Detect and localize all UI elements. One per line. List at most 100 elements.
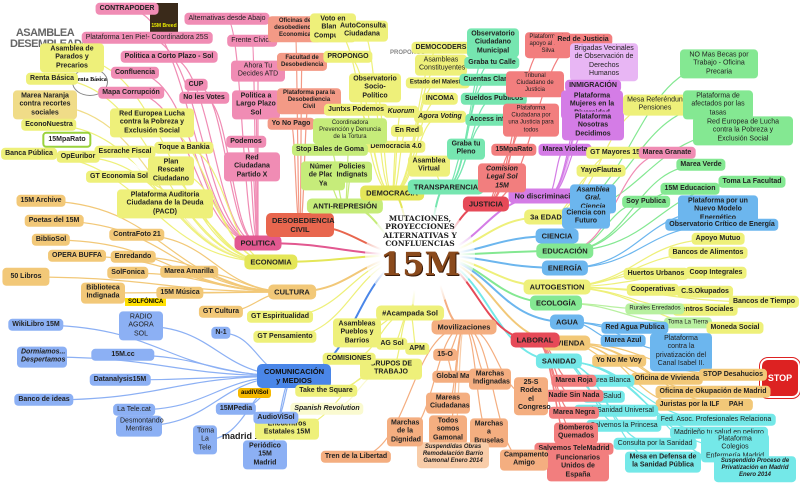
node-movilizaciones[interactable]: Suspendidas Obras Remodelación Barrio Ga… [417,442,489,468]
node-right[interactable]: Red Agua Publica [601,321,669,335]
branch-justicia[interactable]: JUSTICIA [462,196,510,212]
node-right[interactable]: Toma La Tierra [663,317,713,329]
branch-politica[interactable]: POLITICA [234,235,282,251]
branch-transparencia[interactable]: TRANSPARENCIA [407,179,485,195]
node-economia[interactable]: Escrache Fiscal [94,145,156,159]
node-comunicacion[interactable]: 15MPedia [215,402,257,416]
node-economia[interactable]: Plan Rescate Ciudadano [148,156,194,186]
node-economia[interactable]: Marea Naranja contra recortes sociales [13,90,77,120]
node-comunicacion[interactable]: Datanalysis15M [89,373,151,387]
node-politica[interactable]: Frente Cívico [227,34,277,48]
node-right[interactable]: Marea Granate [638,146,696,160]
branch-3a-edad[interactable]: 3a EDAD [524,209,568,225]
node-cultura[interactable]: Biblioteca Indignada [81,282,125,304]
node-comunicacion[interactable]: Desmontando Mentiras [116,415,164,437]
node-laboral[interactable]: Bomberos Quemados [554,422,598,444]
node-grupos[interactable]: Spanish Revolution [290,402,364,416]
central-node-15m[interactable]: MUTACIONES, PROYECCIONES ALTERNATIVAS Y … [365,205,475,305]
node-politica[interactable]: No les Votes [179,91,229,105]
branch-ecologia[interactable]: ECOLOGÍA [529,295,583,311]
node-democracia[interactable]: Juntxs Podemos [323,103,389,117]
node-antirepresion[interactable]: Stop Bales de Goma [291,143,369,157]
node-comunicacion[interactable]: La Tele.cat [113,403,155,417]
node-antirepresion[interactable]: Coordinadora Prevención y Denuncia de la… [313,118,387,144]
node-politica[interactable]: Mapa Corrupción [98,86,164,100]
node-cultura[interactable]: 15M Archive [16,194,66,208]
node-right[interactable]: Ciencia con Futuro [562,207,610,229]
node-comunicacion[interactable]: WikiLibro 15M [8,318,64,332]
node-economia[interactable]: Asamblea de Parados y Precarios [40,43,104,73]
node-transparencia[interactable]: Access info [465,113,513,127]
node-politica[interactable]: Alternativas desde Abajo [184,12,270,26]
branch-anti-represion[interactable]: ANTI-REPRESIÓN [306,198,384,214]
node-transparencia[interactable]: Cuentas Claras [459,73,519,87]
node-right[interactable]: GT Mayores 15M [586,146,650,160]
node-economia[interactable]: GT Economía Sol [86,170,152,184]
node-right[interactable]: Cooperativas [626,283,680,297]
node-economia[interactable]: OpEuribor [56,150,100,164]
branch-comisiones[interactable]: COMISIONES [322,352,376,366]
node-sanidad[interactable]: Fed. Asoc. Profesionales Relaciona [656,413,776,427]
node-movilizaciones[interactable]: 25-S Rodea el Congreso [514,377,551,415]
node-transparencia[interactable]: Observatorio Ciudadano Municipal [467,28,519,58]
node-comunicacion[interactable]: Periódico 15M Madrid [243,440,287,470]
branch-ciencia[interactable]: CIENCIA [535,228,579,244]
node-movilizaciones[interactable]: Global May [432,370,478,384]
node-comunicacion[interactable]: N-1 [211,326,231,340]
node-sanidad[interactable]: Consulta por la Sanidad [613,437,697,451]
branch-energia[interactable]: ENERGÍA [541,260,589,276]
node-discriminacion[interactable]: Marea Violeta [538,143,592,157]
node-right[interactable]: Marea Azul [600,334,646,348]
node-politica[interactable]: Podemos [226,135,266,149]
node-democracia[interactable]: Asambleas Constituyentes [415,54,467,76]
node-laboral[interactable]: Marea Negra [548,406,600,420]
node-democracia[interactable]: Asamblea Virtual [408,155,450,177]
node-right[interactable]: Rurales Enredados [625,303,685,315]
node-politica[interactable]: Plataforma 1en Pie!- Coordinadora 25S [81,31,213,45]
node-politica[interactable]: Ahora Tu Decides ATD [231,60,285,82]
node-transparencia[interactable]: Graba tu Pleno [447,138,485,160]
node-cultura[interactable]: ContraFoto 21 [109,228,165,242]
node-right[interactable]: Plataforma contra la privatización del C… [650,333,712,371]
node-democracia[interactable]: DEMOCODERS [411,41,471,55]
node-democracia[interactable]: INCOMA [421,92,459,106]
branch-comunicacion-medios[interactable]: COMUNICACIÓN y MEDIOS [257,364,331,388]
node-cultura[interactable]: OPERA BUFFA [48,249,106,263]
node-democracia[interactable]: En Red [390,124,424,138]
node-right[interactable]: Oficina de Okupación de Madrid [655,385,771,399]
node-justicia[interactable]: Red de Justicia [553,33,613,47]
node-movilizaciones[interactable]: Campamento Amigo [500,449,548,471]
node-transparencia[interactable]: Graba tu Calle [464,56,520,70]
node-right[interactable]: Moneda Social [706,321,764,335]
node-cultura[interactable]: 15M Música [156,286,204,300]
node-right[interactable]: STOP Desahucios [698,368,768,382]
branch-economia[interactable]: ECONOMIA [244,254,298,270]
branch-desobediencia-civil[interactable]: DESOBEDIENCIA CIVIL [266,213,335,237]
node-right[interactable]: Huertos Urbanos [623,267,689,281]
node-cultura[interactable]: Poetas del 15M [24,214,84,228]
node-cultura[interactable]: GT Cultura [198,305,244,319]
branch-15-o[interactable]: 15-O [433,348,457,362]
branch-apm[interactable]: APM [405,342,429,356]
node-politica[interactable]: CUP [184,78,208,92]
node-movilizaciones[interactable]: Tren de la Libertad [320,450,392,464]
node-democracia[interactable]: Estado del Malestar [405,77,471,89]
node-economia[interactable]: Plataforma Auditoria Ciudadana de la Deu… [117,189,213,219]
branch-gt-pensamiento[interactable]: GT Pensamiento [253,330,317,344]
node-economia[interactable]: Banca Pública [1,147,57,161]
node-right[interactable]: YayoFlautas [576,164,626,178]
node-economia[interactable]: 15MpaRato [42,131,92,149]
node-desobediencia[interactable]: Yo No Pago [267,117,315,131]
node-laboral[interactable]: Marea Roja [551,374,597,388]
node-justicia[interactable]: Tribunal Ciudadano de Justicia [506,71,564,97]
node-right[interactable]: Soy Publica [622,195,670,209]
branch-autogestion[interactable]: AUTOGESTION [523,279,591,295]
node-justicia[interactable]: Plataforma Ciudadana por una Justicia pa… [503,103,559,137]
node-right[interactable]: NO Mas Becas por Trabajo - Oficina Preca… [680,49,758,79]
node-right[interactable]: Marea Verde [676,158,726,172]
node-sanidad[interactable]: Mesa en Defensa de la Sanidad Pública [625,451,701,473]
node-cultura[interactable]: SolFonica [107,266,149,280]
node-right[interactable]: Red Europea de Lucha contra la Pobreza y… [693,116,793,146]
node-right[interactable]: Toma La Facultad [718,175,786,189]
node-right[interactable]: Observatorio Crítico de Energía [665,218,779,232]
